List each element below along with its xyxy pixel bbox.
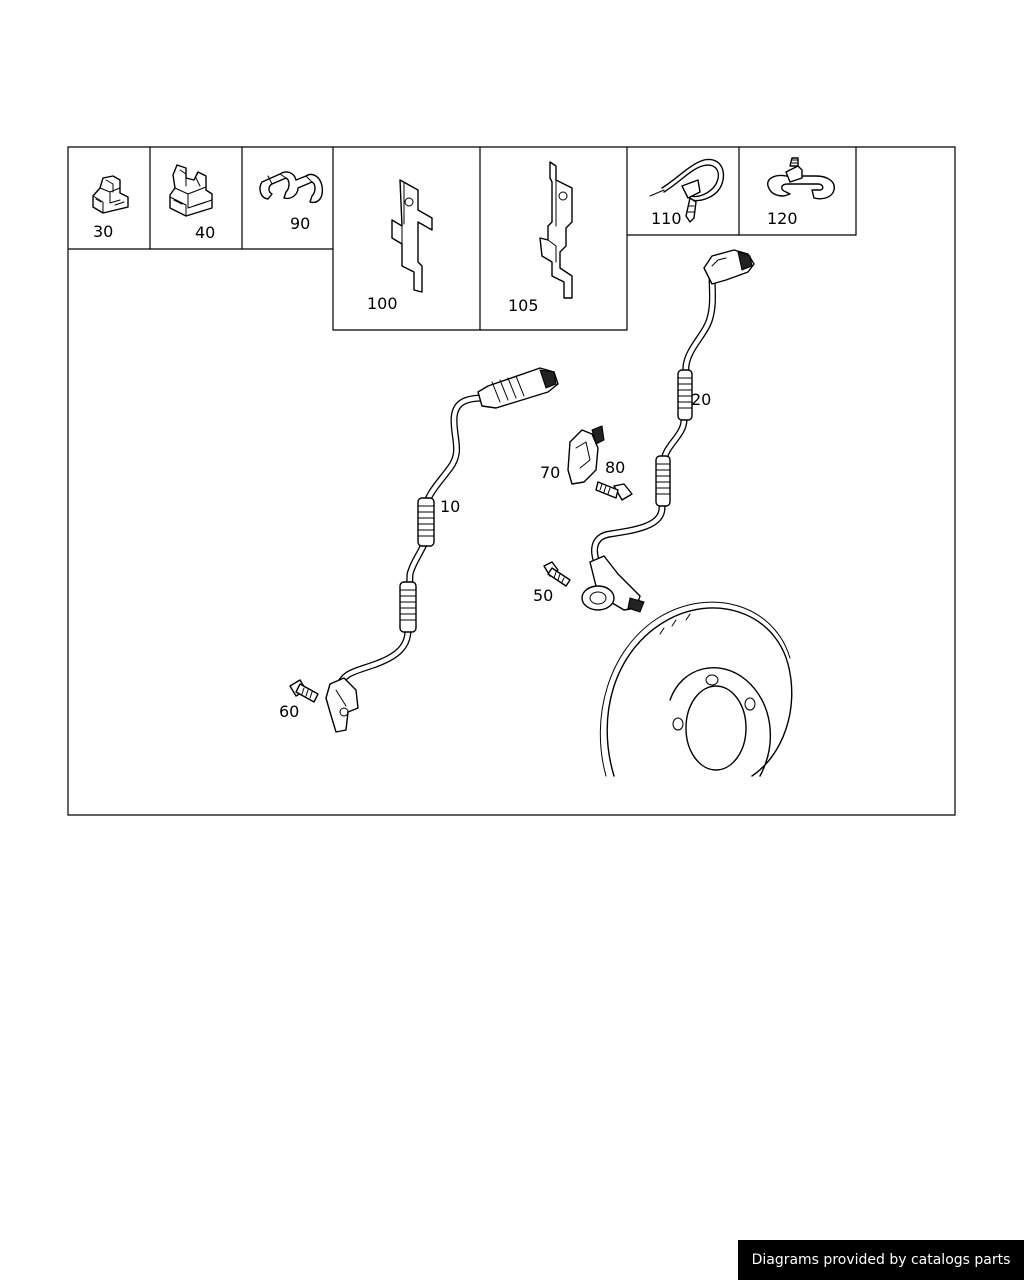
part-label-60: 60 xyxy=(279,702,299,721)
part-label-10: 10 xyxy=(440,497,460,516)
part-labels: 30 40 90 100 105 110 120 20 70 80 10 50 … xyxy=(93,209,798,721)
clip-90-drawing xyxy=(259,171,324,204)
wheel-speed-sensor-10-drawing xyxy=(289,367,559,733)
part-label-30: 30 xyxy=(93,222,113,241)
inset-box-120 xyxy=(739,147,857,236)
part-label-90: 90 xyxy=(290,214,310,233)
part-label-100: 100 xyxy=(367,294,398,313)
wheel-speed-sensor-20-drawing xyxy=(543,249,755,613)
inset-box-105 xyxy=(480,147,628,331)
clip-120-drawing xyxy=(767,157,835,200)
part-label-80: 80 xyxy=(605,458,625,477)
clip-30-drawing xyxy=(92,175,129,214)
attribution-banner: Diagrams provided by catalogs parts xyxy=(738,1240,1024,1280)
part-label-20: 20 xyxy=(691,390,711,409)
bracket-100-drawing xyxy=(391,179,433,293)
cable-tie-110-drawing xyxy=(649,158,725,223)
part-label-70: 70 xyxy=(540,463,560,482)
clip-40-drawing xyxy=(169,164,213,217)
inset-box-110 xyxy=(627,147,740,236)
part-label-105: 105 xyxy=(508,296,539,315)
part-label-120: 120 xyxy=(767,209,798,228)
part-label-110: 110 xyxy=(651,209,682,228)
brake-disc-drawing xyxy=(599,601,793,777)
part-label-50: 50 xyxy=(533,586,553,605)
diagram-frame xyxy=(67,146,956,816)
bracket-105-drawing xyxy=(539,161,573,299)
part-label-40: 40 xyxy=(195,223,215,242)
inset-box-100 xyxy=(332,147,481,331)
inset-boxes xyxy=(68,147,857,331)
